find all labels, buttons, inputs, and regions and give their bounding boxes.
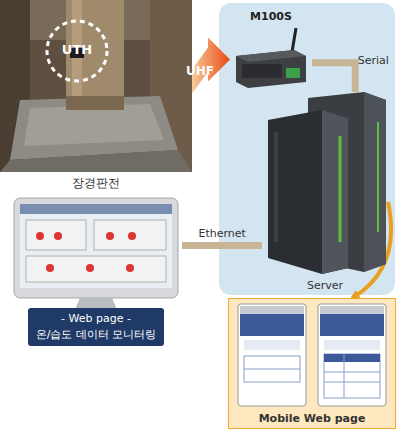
text-group: UTH bbox=[44, 42, 110, 57]
text-group: Server bbox=[262, 279, 388, 292]
device-label: M100S bbox=[230, 10, 312, 23]
server-label: Server bbox=[262, 279, 388, 292]
connector-line bbox=[182, 242, 262, 249]
photo-node: 장경판전 UTH bbox=[0, 0, 192, 194]
system-region bbox=[219, 3, 395, 295]
phone-screens bbox=[228, 298, 396, 429]
connector-label: Ethernet bbox=[199, 227, 246, 240]
monitor-screen bbox=[10, 196, 182, 316]
connector-line bbox=[312, 63, 355, 92]
server-node: Server bbox=[262, 92, 388, 292]
text-group: M100S bbox=[230, 10, 312, 23]
monitor-node: - Web page -온/습도 데이터 모니터링 bbox=[10, 196, 182, 346]
label-band: - Web page -온/습도 데이터 모니터링 bbox=[28, 308, 164, 346]
site-photo bbox=[0, 0, 192, 172]
mobile-box: Mobile Web page bbox=[228, 298, 396, 429]
photo-caption: 장경판전 bbox=[0, 175, 192, 192]
monitor-caption: 온/습도 데이터 모니터링 bbox=[28, 327, 164, 343]
server-tower bbox=[262, 92, 388, 274]
text-group: 장경판전 bbox=[0, 175, 192, 192]
text-group: Mobile Web page bbox=[228, 412, 396, 425]
mobile-caption: Mobile Web page bbox=[228, 412, 396, 425]
connector-label: Serial bbox=[358, 54, 389, 67]
device-node: M100S bbox=[230, 10, 312, 90]
sensor-label: UTH bbox=[44, 42, 110, 57]
web-page-title: - Web page - bbox=[28, 311, 164, 327]
sensor-circle: UTH bbox=[44, 18, 110, 84]
signal-label: UHF bbox=[186, 64, 214, 78]
